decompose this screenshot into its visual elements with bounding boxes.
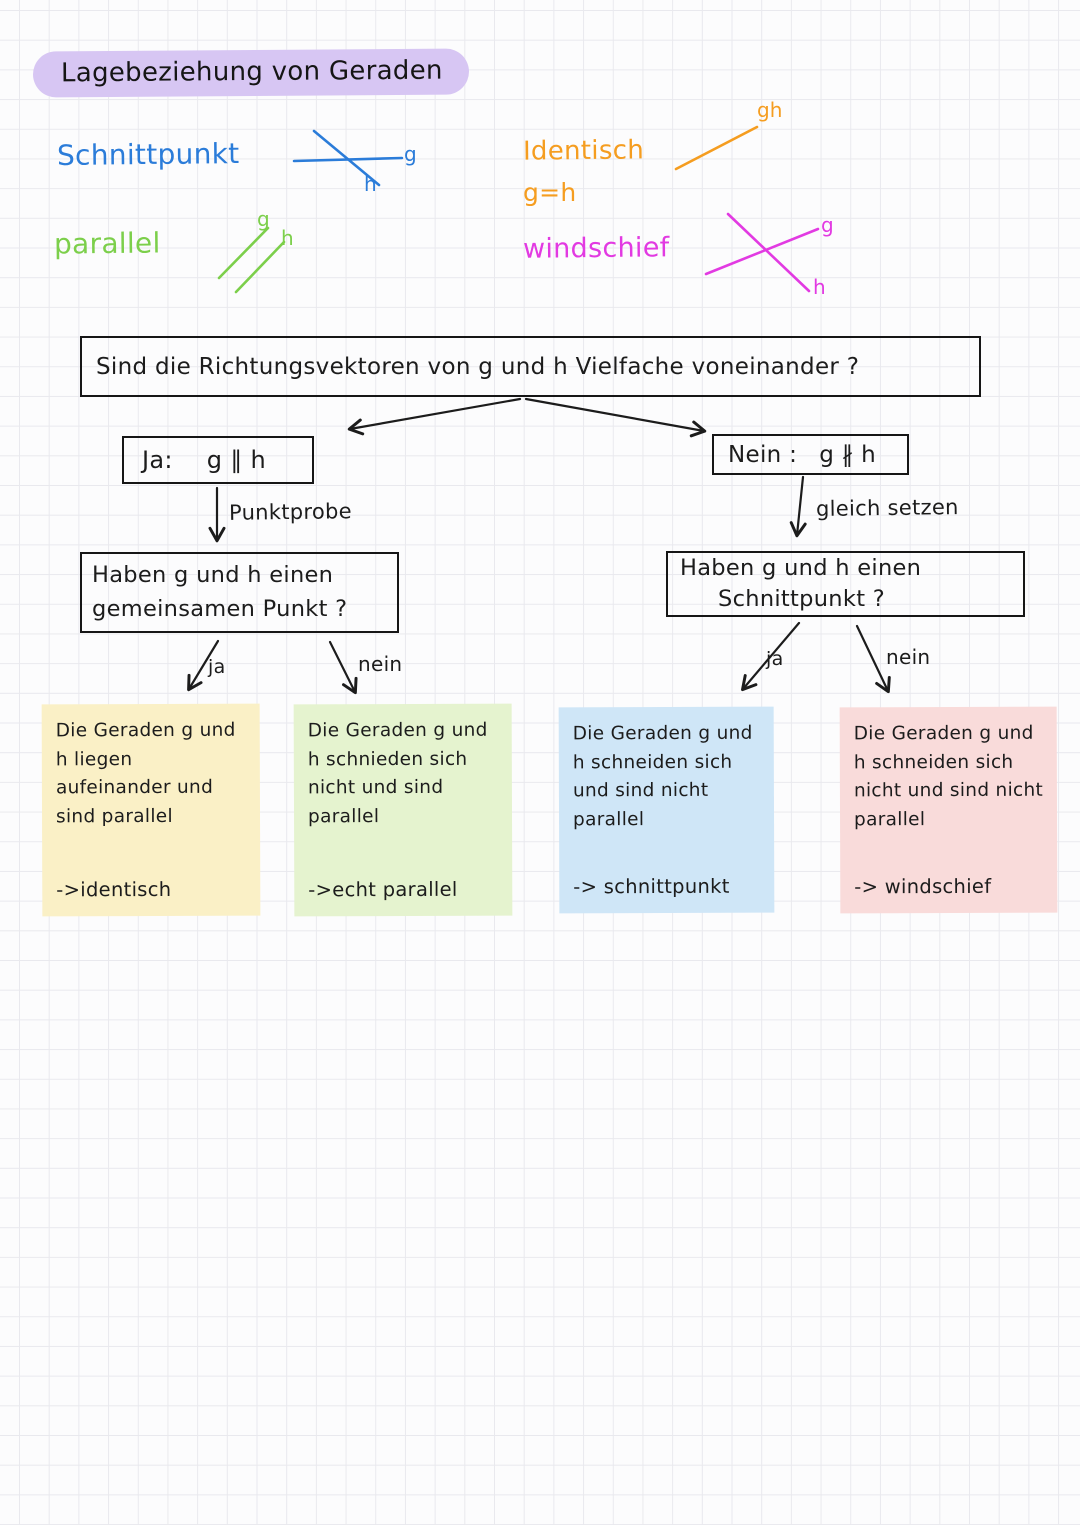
outcome-windschief-result: -> windschief <box>854 874 992 899</box>
main-question-text: Sind die Richtungsvektoren von g und h V… <box>96 353 860 380</box>
legend-parallel-label: parallel <box>53 226 161 261</box>
outcome-windschief-text: Die Geraden g und h schneiden sich nicht… <box>853 722 1044 831</box>
right-ja-label: ja <box>766 648 784 670</box>
right-question-line2: Schnittpunkt ? <box>718 586 886 612</box>
left-question-line2: gemeinsamen Punkt ? <box>92 595 348 622</box>
no-box-label: Nein : <box>728 441 798 468</box>
windschief-sketch <box>704 212 820 293</box>
yes-box-label: Ja: <box>142 446 173 474</box>
legend-identisch-equation: g=h <box>523 178 577 207</box>
no-edge-label: gleich setzen <box>815 495 959 521</box>
right-nein-label: nein <box>886 645 931 669</box>
parallel-line-g-label: g <box>257 207 270 231</box>
windschief-line-h-label: h <box>813 275 826 299</box>
windschief-line-g-label: g <box>821 213 834 237</box>
left-ja-label: ja <box>208 656 226 678</box>
no-box-value: g ∦ h <box>819 441 876 468</box>
schnittpunkt-sketch <box>292 129 404 187</box>
outcome-echt-parallel-text: Die Geraden g und h schnieden sich nicht… <box>307 719 488 828</box>
legend-windschief-label: windschief <box>522 232 670 265</box>
right-question-box: Haben g und h einen Schnittpunkt ? <box>666 551 1025 617</box>
outcome-schnittpunkt-text: Die Geraden g und h schneiden sich und s… <box>572 722 753 831</box>
identisch-sketch <box>674 125 759 171</box>
outcome-echt-parallel-result: ->echt parallel <box>308 877 458 902</box>
legend-schnittpunkt-label: Schnittpunkt <box>56 137 240 172</box>
page-title-text: Lagebeziehung von Geraden <box>60 55 443 89</box>
yes-edge-label: Punktprobe <box>228 499 353 525</box>
parallel-sketch <box>217 226 286 294</box>
parallel-line-h-label: h <box>281 226 294 250</box>
outcome-schnittpunkt-result: -> schnittpunkt <box>573 874 730 899</box>
outcome-card-echt-parallel: Die Geraden g und h schnieden sich nicht… <box>293 703 513 917</box>
schnittpunkt-line-g-label: g <box>404 142 417 166</box>
legend-identisch-label: Identisch <box>522 135 645 167</box>
main-question-box: Sind die Richtungsvektoren von g und h V… <box>80 336 981 397</box>
outcome-card-identisch: Die Geraden g und h liegen aufeinander u… <box>41 703 261 917</box>
yes-box-value: g ∥ h <box>206 446 266 474</box>
yes-box: Ja: g ∥ h <box>122 436 314 484</box>
no-box: Nein : g ∦ h <box>712 434 909 475</box>
identisch-line-label: gh <box>757 98 783 122</box>
left-question-line1: Haben g und h einen <box>92 561 334 588</box>
right-question-line1: Haben g und h einen <box>680 554 922 581</box>
outcome-card-windschief: Die Geraden g und h schneiden sich nicht… <box>839 706 1058 914</box>
schnittpunkt-line-h-label: h <box>364 172 377 196</box>
outcome-identisch-text: Die Geraden g und h liegen aufeinander u… <box>55 719 236 828</box>
left-nein-label: nein <box>358 652 403 676</box>
outcome-identisch-result: ->identisch <box>56 877 172 902</box>
page-title: Lagebeziehung von Geraden <box>32 48 469 98</box>
outcome-card-schnittpunkt: Die Geraden g und h schneiden sich und s… <box>558 706 775 914</box>
left-question-box: Haben g und h einen gemeinsamen Punkt ? <box>80 552 399 633</box>
